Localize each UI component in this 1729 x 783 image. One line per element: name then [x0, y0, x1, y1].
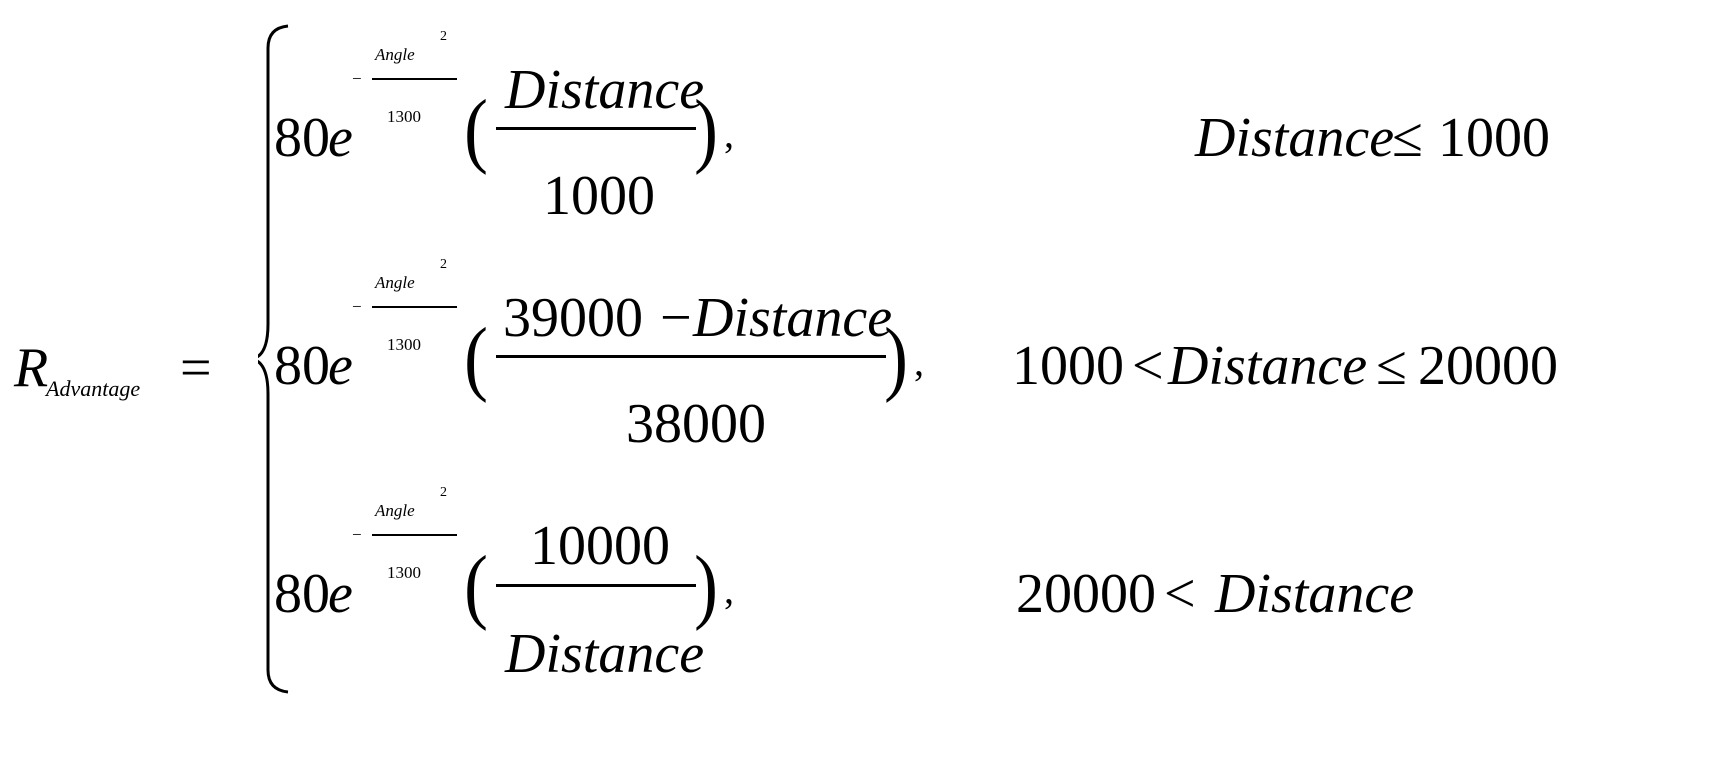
comma: ,	[724, 111, 734, 156]
condition-variable: Distance	[1195, 107, 1395, 169]
coefficient: 80	[274, 563, 330, 625]
fraction-numerator-number: 39000	[503, 287, 643, 349]
fraction-numerator-variable: Distance	[693, 287, 893, 349]
fraction-numerator: Distance	[505, 59, 705, 121]
exponent-power: 2	[440, 29, 447, 44]
condition-variable: Distance	[1168, 335, 1368, 397]
left-brace-icon	[258, 24, 289, 694]
exponent-denominator: 1300	[387, 335, 421, 354]
condition-left-operator: <	[1132, 335, 1164, 397]
exponent-numerator: Angle	[375, 273, 415, 292]
exponent-numerator: Angle	[375, 501, 415, 520]
base-e: e	[328, 335, 353, 397]
lhs-subscript: Advantage	[46, 376, 141, 401]
condition-operator: ≤	[1392, 107, 1423, 169]
fraction-denominator: Distance	[505, 623, 705, 685]
lhs-symbol: R	[14, 337, 49, 399]
exponent-fraction-bar	[372, 534, 457, 536]
comma: ,	[914, 339, 924, 384]
exponent-numerator: Angle	[375, 45, 415, 64]
equals-sign: =	[180, 337, 212, 399]
open-paren: (	[464, 83, 488, 176]
fraction-bar	[496, 584, 696, 587]
fraction-bar	[496, 355, 886, 358]
condition-right-operator: ≤	[1376, 335, 1407, 397]
fraction-numerator: 10000	[530, 515, 670, 577]
exponent-power: 2	[440, 257, 447, 272]
fraction-bar	[496, 127, 696, 130]
condition-right-value: 1000	[1438, 107, 1550, 169]
exponent-denominator: 1300	[387, 563, 421, 582]
fraction-denominator: 1000	[543, 165, 655, 227]
open-paren: (	[464, 311, 488, 404]
exponent-sign: −	[352, 69, 362, 88]
condition-left-value: 20000	[1016, 563, 1156, 625]
fraction-denominator: 38000	[626, 393, 766, 455]
exponent-fraction-bar	[372, 78, 457, 80]
close-paren: )	[884, 311, 908, 404]
base-e: e	[328, 563, 353, 625]
condition-left-operator: <	[1164, 563, 1196, 625]
base-e: e	[328, 107, 353, 169]
condition-variable: Distance	[1215, 563, 1415, 625]
exponent-sign: −	[352, 525, 362, 544]
exponent-denominator: 1300	[387, 107, 421, 126]
close-paren: )	[694, 539, 718, 632]
coefficient: 80	[274, 107, 330, 169]
coefficient: 80	[274, 335, 330, 397]
fraction-numerator-operator: −	[660, 287, 692, 349]
condition-right-value: 20000	[1418, 335, 1558, 397]
open-paren: (	[464, 539, 488, 632]
comma: ,	[724, 567, 734, 612]
close-paren: )	[694, 83, 718, 176]
exponent-sign: −	[352, 297, 362, 316]
exponent-fraction-bar	[372, 306, 457, 308]
condition-left-value: 1000	[1012, 335, 1124, 397]
exponent-power: 2	[440, 485, 447, 500]
